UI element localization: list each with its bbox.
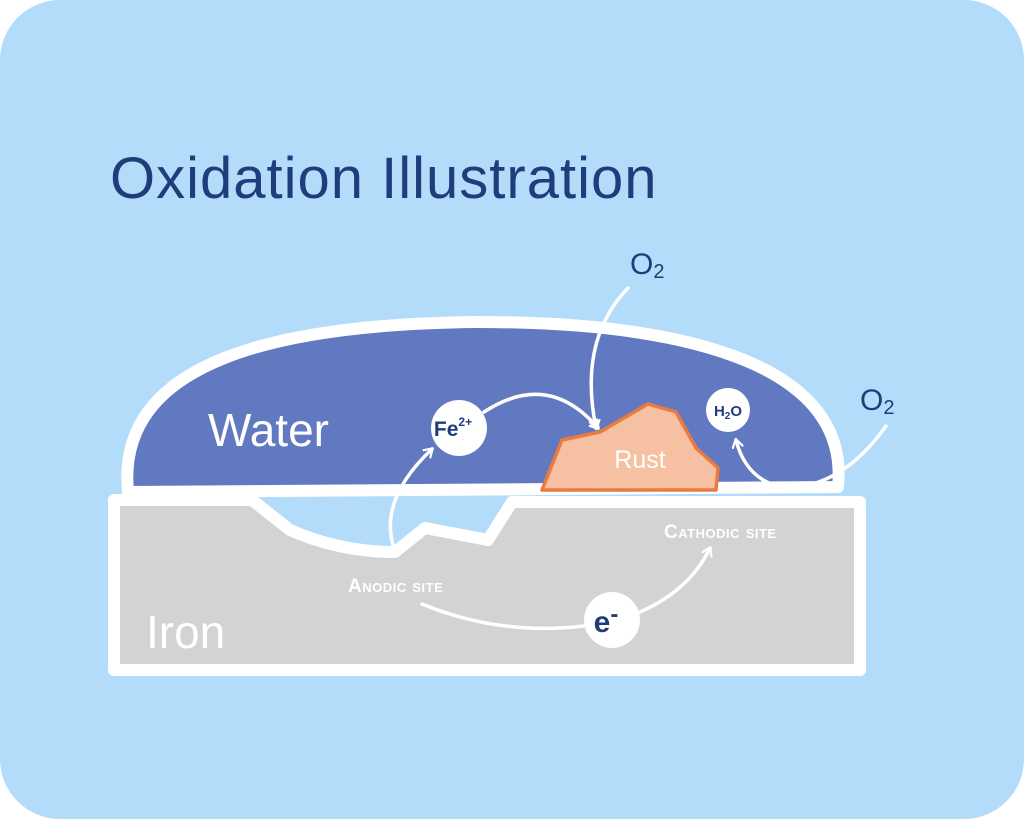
anodic-site-label: Anodic site bbox=[348, 576, 443, 597]
page-title: Oxidation Illustration bbox=[110, 146, 657, 211]
arrow-top-o2-to-rust bbox=[591, 286, 630, 428]
arrow-electron-to-cathode bbox=[638, 548, 710, 614]
fe-charge: 2+ bbox=[458, 415, 472, 429]
h2o-o: O bbox=[730, 403, 742, 420]
electron-circle bbox=[584, 592, 640, 648]
fe-ion-circle bbox=[431, 400, 487, 456]
iron-block bbox=[108, 494, 866, 676]
o2-right-subscript: 2 bbox=[883, 397, 894, 419]
o2-right-symbol: O bbox=[860, 384, 883, 417]
water-label: Water bbox=[208, 404, 329, 456]
fe-symbol: Fe bbox=[434, 418, 459, 441]
arrow-right-o2-to-water bbox=[736, 424, 888, 490]
arrow-fe-ion-to-rust bbox=[482, 392, 598, 428]
o2-top-label: O2 bbox=[630, 248, 664, 283]
h2o-label: H2O bbox=[714, 403, 742, 422]
o2-right-label: O2 bbox=[860, 384, 894, 419]
electron-charge: - bbox=[610, 601, 618, 628]
arrow-anode-to-fe-ion bbox=[388, 449, 432, 550]
h2o-circle bbox=[706, 388, 750, 432]
o2-top-symbol: O bbox=[630, 248, 653, 281]
rust-label: Rust bbox=[614, 446, 665, 474]
rust-deposit bbox=[540, 402, 720, 492]
fe-ion-label: Fe2+ bbox=[434, 415, 472, 441]
h2o-h: H bbox=[714, 403, 725, 420]
iron-label: Iron bbox=[146, 606, 225, 658]
h2o-subscript: 2 bbox=[725, 411, 731, 422]
electron-symbol: e bbox=[594, 606, 611, 639]
arrow-anode-to-electron bbox=[420, 602, 586, 631]
o2-top-subscript: 2 bbox=[653, 261, 664, 283]
electron-label: e- bbox=[594, 601, 619, 639]
cathodic-site-label: Cathodic site bbox=[664, 522, 777, 543]
